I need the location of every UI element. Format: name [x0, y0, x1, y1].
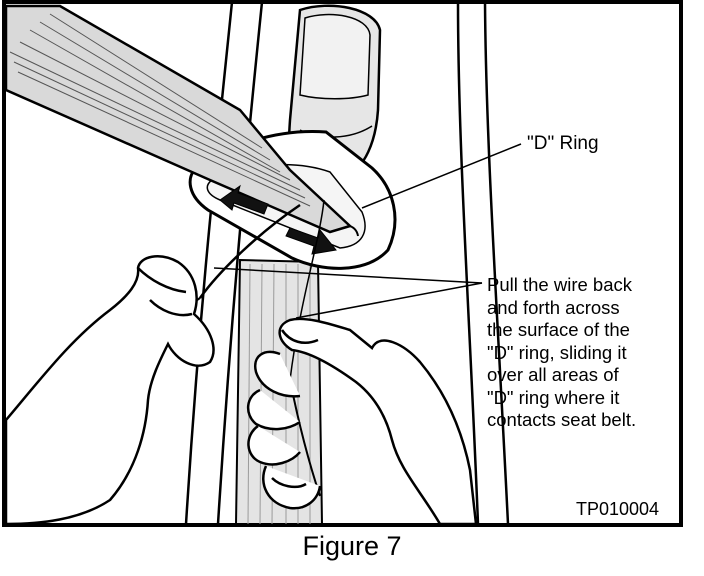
instruction-line: and forth across	[487, 296, 620, 318]
instruction-line: Pull the wire back	[487, 274, 632, 295]
figure-code: TP010004	[576, 499, 660, 519]
d-ring-leader	[361, 143, 522, 209]
instruction-leader-lower	[295, 282, 483, 319]
left-hand	[4, 255, 215, 526]
instruction-line: the surface of the	[487, 319, 630, 340]
instruction-line: "D" ring, sliding it	[487, 341, 627, 363]
instruction-line: over all areas of	[487, 364, 619, 385]
right-hand	[247, 317, 478, 526]
pillar-trim	[184, 1, 510, 525]
instruction-line: "D" ring where it	[487, 386, 620, 408]
d-ring-label: "D" Ring	[527, 133, 599, 154]
instruction-line: contacts seat belt.	[487, 409, 637, 430]
upper-belt-webbing	[4, 4, 353, 234]
instruction-text: Pull the wire back and forth across the …	[487, 274, 636, 432]
instruction-leader-upper	[213, 267, 483, 284]
left-arrow	[219, 184, 269, 215]
leader-lines	[213, 143, 522, 319]
figure-caption: Figure 7	[302, 531, 402, 561]
